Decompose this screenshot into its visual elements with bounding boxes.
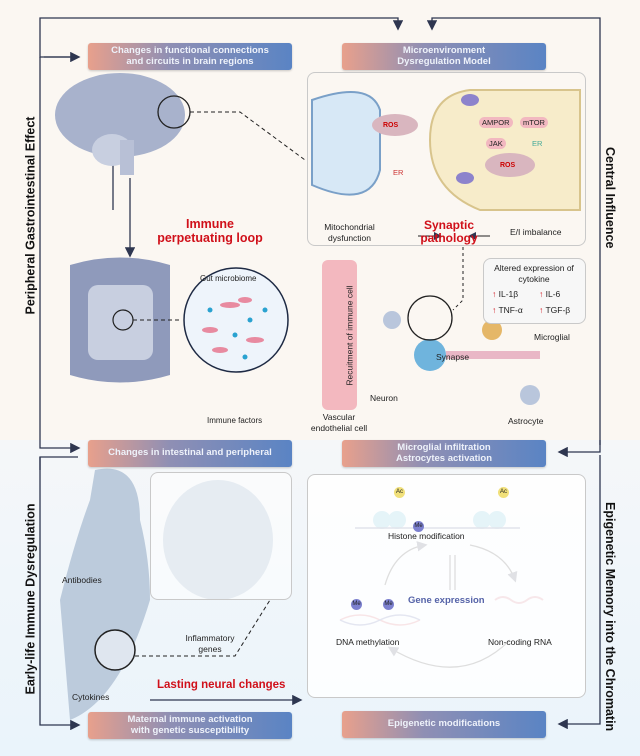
recruitment-label: Recuitment of immune cell — [344, 285, 355, 386]
er-label: ER — [393, 168, 404, 177]
ros-label: ROS — [383, 122, 399, 129]
neuron-label: Neuron — [370, 393, 398, 403]
synaptic-pathology-label: Synaptic pathology — [420, 218, 478, 245]
banner-microenvironment: Microenvironment Dysregulation Model — [342, 43, 546, 70]
ac-badge: Ac — [394, 487, 405, 498]
mtor-label: mTOR — [520, 117, 548, 128]
mito-dysfunction-label: Mitochondrial dysfunction — [324, 222, 375, 243]
er-label-2: ER — [532, 139, 543, 148]
immune-factors-label: Immune factors — [207, 416, 263, 425]
vascular-label: Vascular endothelial cell — [310, 412, 368, 433]
ncrna-label: Non-coding RNA — [488, 637, 552, 647]
cytokine-il1b: ↑ IL-1β — [492, 289, 519, 299]
synapse-label: Synapse — [436, 352, 470, 362]
fetus-circle — [94, 629, 136, 671]
brain-illustration — [55, 73, 191, 175]
neuron-illustration — [383, 295, 540, 405]
intestine-illustration — [70, 257, 170, 383]
mother-silhouette — [60, 468, 150, 720]
side-label-peripheral: Peripheral Gastrointestinal Effect — [23, 116, 38, 315]
astrocyte-label: Astrocyte — [508, 416, 544, 426]
epigenetic-panel: Histone modification Gene expression DNA… — [307, 474, 586, 698]
ac-badge-2: Ac — [498, 487, 509, 498]
inflammatory-genes-label: Inflammatory genes — [185, 633, 235, 654]
antibodies-label: Antibodies — [62, 575, 102, 585]
cytokine-title: Altered expression of cytokine — [494, 263, 574, 284]
banner-epigenetic: Epigenetic modifications — [342, 711, 546, 738]
synapse-panel — [307, 72, 586, 246]
banner-brain-regions: Changes in functional connections and ci… — [88, 43, 292, 70]
me-badge: Me — [413, 521, 424, 532]
me-badge-2: Me — [351, 599, 362, 610]
ampor-label: AMPOR — [479, 117, 513, 128]
gene-expression-label: Gene expression — [408, 595, 485, 606]
cytokine-il6: ↑ IL-6 — [539, 289, 561, 299]
banner-maternal: Maternal immune activation with genetic … — [88, 712, 292, 739]
cytokine-tgfb: ↑ TGF-β — [539, 305, 571, 315]
ei-imbalance-label: E/I imbalance — [510, 227, 562, 237]
cytokines-label: Cytokines — [72, 692, 110, 702]
side-label-epigenetic-memory: Epigenetic Memory into the Chromatin — [603, 502, 617, 732]
banner-intestinal: Changes in intestinal and peripheral — [88, 440, 292, 467]
cytokine-tnfa: ↑ TNF-α — [492, 305, 523, 315]
jak-label: JAK — [486, 138, 506, 149]
ros-label-2: ROS — [500, 162, 516, 169]
immune-loop-label: Immune perpetuating loop — [157, 217, 263, 245]
gut-microbiome-label: Gut microbiome — [200, 274, 257, 283]
dna-methylation-label: DNA methylation — [336, 637, 400, 647]
bracket-lines — [39, 17, 601, 731]
side-label-early-life: Early-life Immune Dysregulation — [23, 503, 38, 695]
microbiome-circle — [183, 267, 289, 373]
side-label-central: Central Influence — [603, 147, 617, 249]
placenta-inset — [150, 472, 292, 600]
cytokine-box: Altered expression of cytokine ↑ IL-1β ↑… — [483, 258, 586, 324]
banner-microglial: Microglial infiltration Astrocytes activ… — [342, 440, 546, 467]
vessel-illustration — [322, 260, 357, 410]
lasting-changes-label: Lasting neural changes — [157, 679, 286, 691]
histone-label: Histone modification — [388, 531, 465, 541]
me-badge-3: Me — [383, 599, 394, 610]
microglial-label: Microglial — [534, 332, 570, 342]
